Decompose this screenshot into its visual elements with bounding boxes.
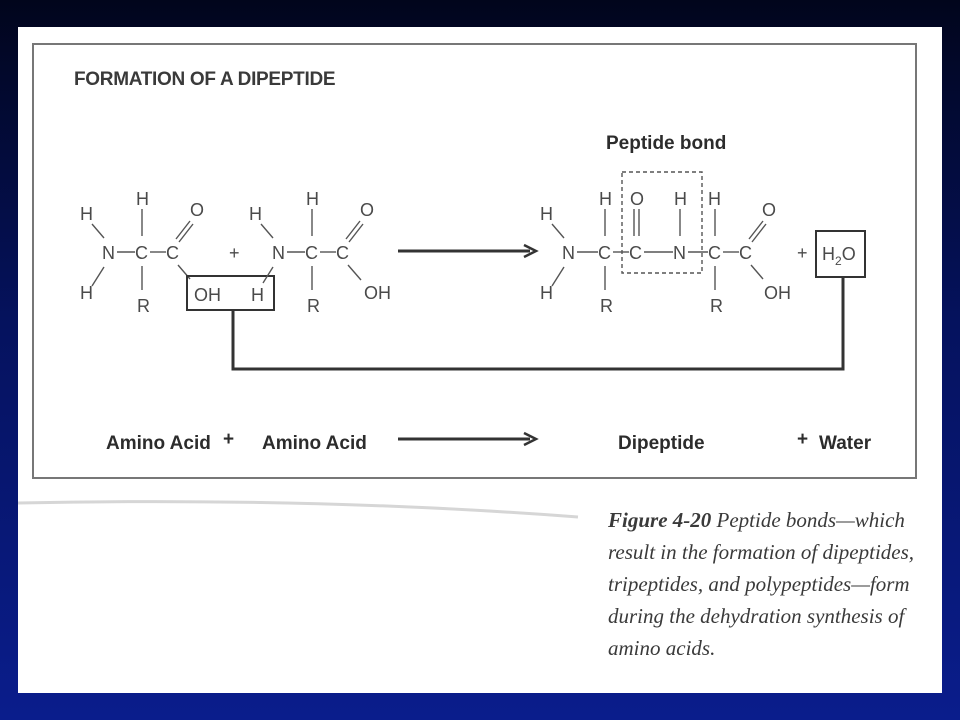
page-shadow <box>18 500 579 519</box>
plus-sign: + <box>229 243 240 263</box>
word-plus-2: + <box>797 429 808 450</box>
atom-h: H <box>599 189 612 209</box>
slide-panel: FORMATION OF A DIPEPTIDE H H N C H R C O… <box>18 27 942 693</box>
atom-o: O <box>630 189 644 209</box>
atom-c: C <box>135 243 148 263</box>
atom-c: C <box>336 243 349 263</box>
atom-h: H <box>249 204 262 224</box>
figure-frame <box>32 43 917 479</box>
caption-text: Peptide bonds—which <box>716 508 905 532</box>
caption-line: result in the formation of dipeptides, <box>608 540 915 564</box>
amino-acid-1: H H N C H R C O OH <box>80 189 221 316</box>
atom-c: C <box>708 243 721 263</box>
peptide-bond-label: Peptide bond <box>606 133 726 154</box>
water-box <box>815 230 866 278</box>
atom-oh: OH <box>364 283 391 303</box>
atom-r: R <box>710 296 723 316</box>
caption-line: during the dehydration synthesis of <box>608 604 905 628</box>
diagram-title: FORMATION OF A DIPEPTIDE <box>74 69 335 90</box>
figure-caption: Figure 4-20 Peptide bonds—which result i… <box>608 504 938 664</box>
atom-r: R <box>600 296 613 316</box>
atom-h: H <box>674 189 687 209</box>
atom-h: H <box>136 189 149 209</box>
atom-h: H <box>251 285 264 305</box>
word-reactant-2: Amino Acid <box>262 433 367 454</box>
atom-c: C <box>166 243 179 263</box>
atom-n: N <box>102 243 115 263</box>
atom-r: R <box>307 296 320 316</box>
peptide-bond-box <box>621 171 703 274</box>
word-reactant-1: Amino Acid <box>106 433 211 454</box>
atom-c: C <box>739 243 752 263</box>
dipeptide-diagram: FORMATION OF A DIPEPTIDE H H N C H R C O… <box>18 43 917 519</box>
atom-n: N <box>562 243 575 263</box>
word-arrowhead <box>523 431 539 447</box>
atom-h: H <box>708 189 721 209</box>
reaction-arrowhead <box>523 243 539 259</box>
atom-n: N <box>673 243 686 263</box>
atom-c: C <box>598 243 611 263</box>
amino-acid-2: H H N C H R C O OH <box>249 189 391 316</box>
atom-h: H <box>540 283 553 303</box>
atom-o: O <box>360 200 374 220</box>
dipeptide: H H N C H R C O N H C H R <box>540 189 791 316</box>
caption-line: tripeptides, and polypeptides—form <box>608 572 910 596</box>
atom-oh: OH <box>764 283 791 303</box>
atom-h: H <box>80 283 93 303</box>
water-formula: H2O <box>822 244 856 268</box>
atom-n: N <box>272 243 285 263</box>
figure-number: Figure 4-20 <box>608 508 712 532</box>
atom-oh: OH <box>194 285 221 305</box>
atom-o: O <box>762 200 776 220</box>
word-product-1: Dipeptide <box>618 433 705 454</box>
caption-line: Figure 4-20 Peptide bonds—which <box>608 504 938 536</box>
atom-c: C <box>305 243 318 263</box>
atom-h: H <box>80 204 93 224</box>
atom-o: O <box>190 200 204 220</box>
word-plus-1: + <box>223 429 234 450</box>
plus-sign: + <box>797 243 808 263</box>
water-connector <box>231 277 845 371</box>
word-product-2: Water <box>819 433 872 454</box>
atom-h: H <box>306 189 319 209</box>
atom-c: C <box>629 243 642 263</box>
atom-r: R <box>137 296 150 316</box>
atom-h: H <box>540 204 553 224</box>
removed-water-box <box>186 275 275 311</box>
caption-line: amino acids. <box>608 636 716 660</box>
